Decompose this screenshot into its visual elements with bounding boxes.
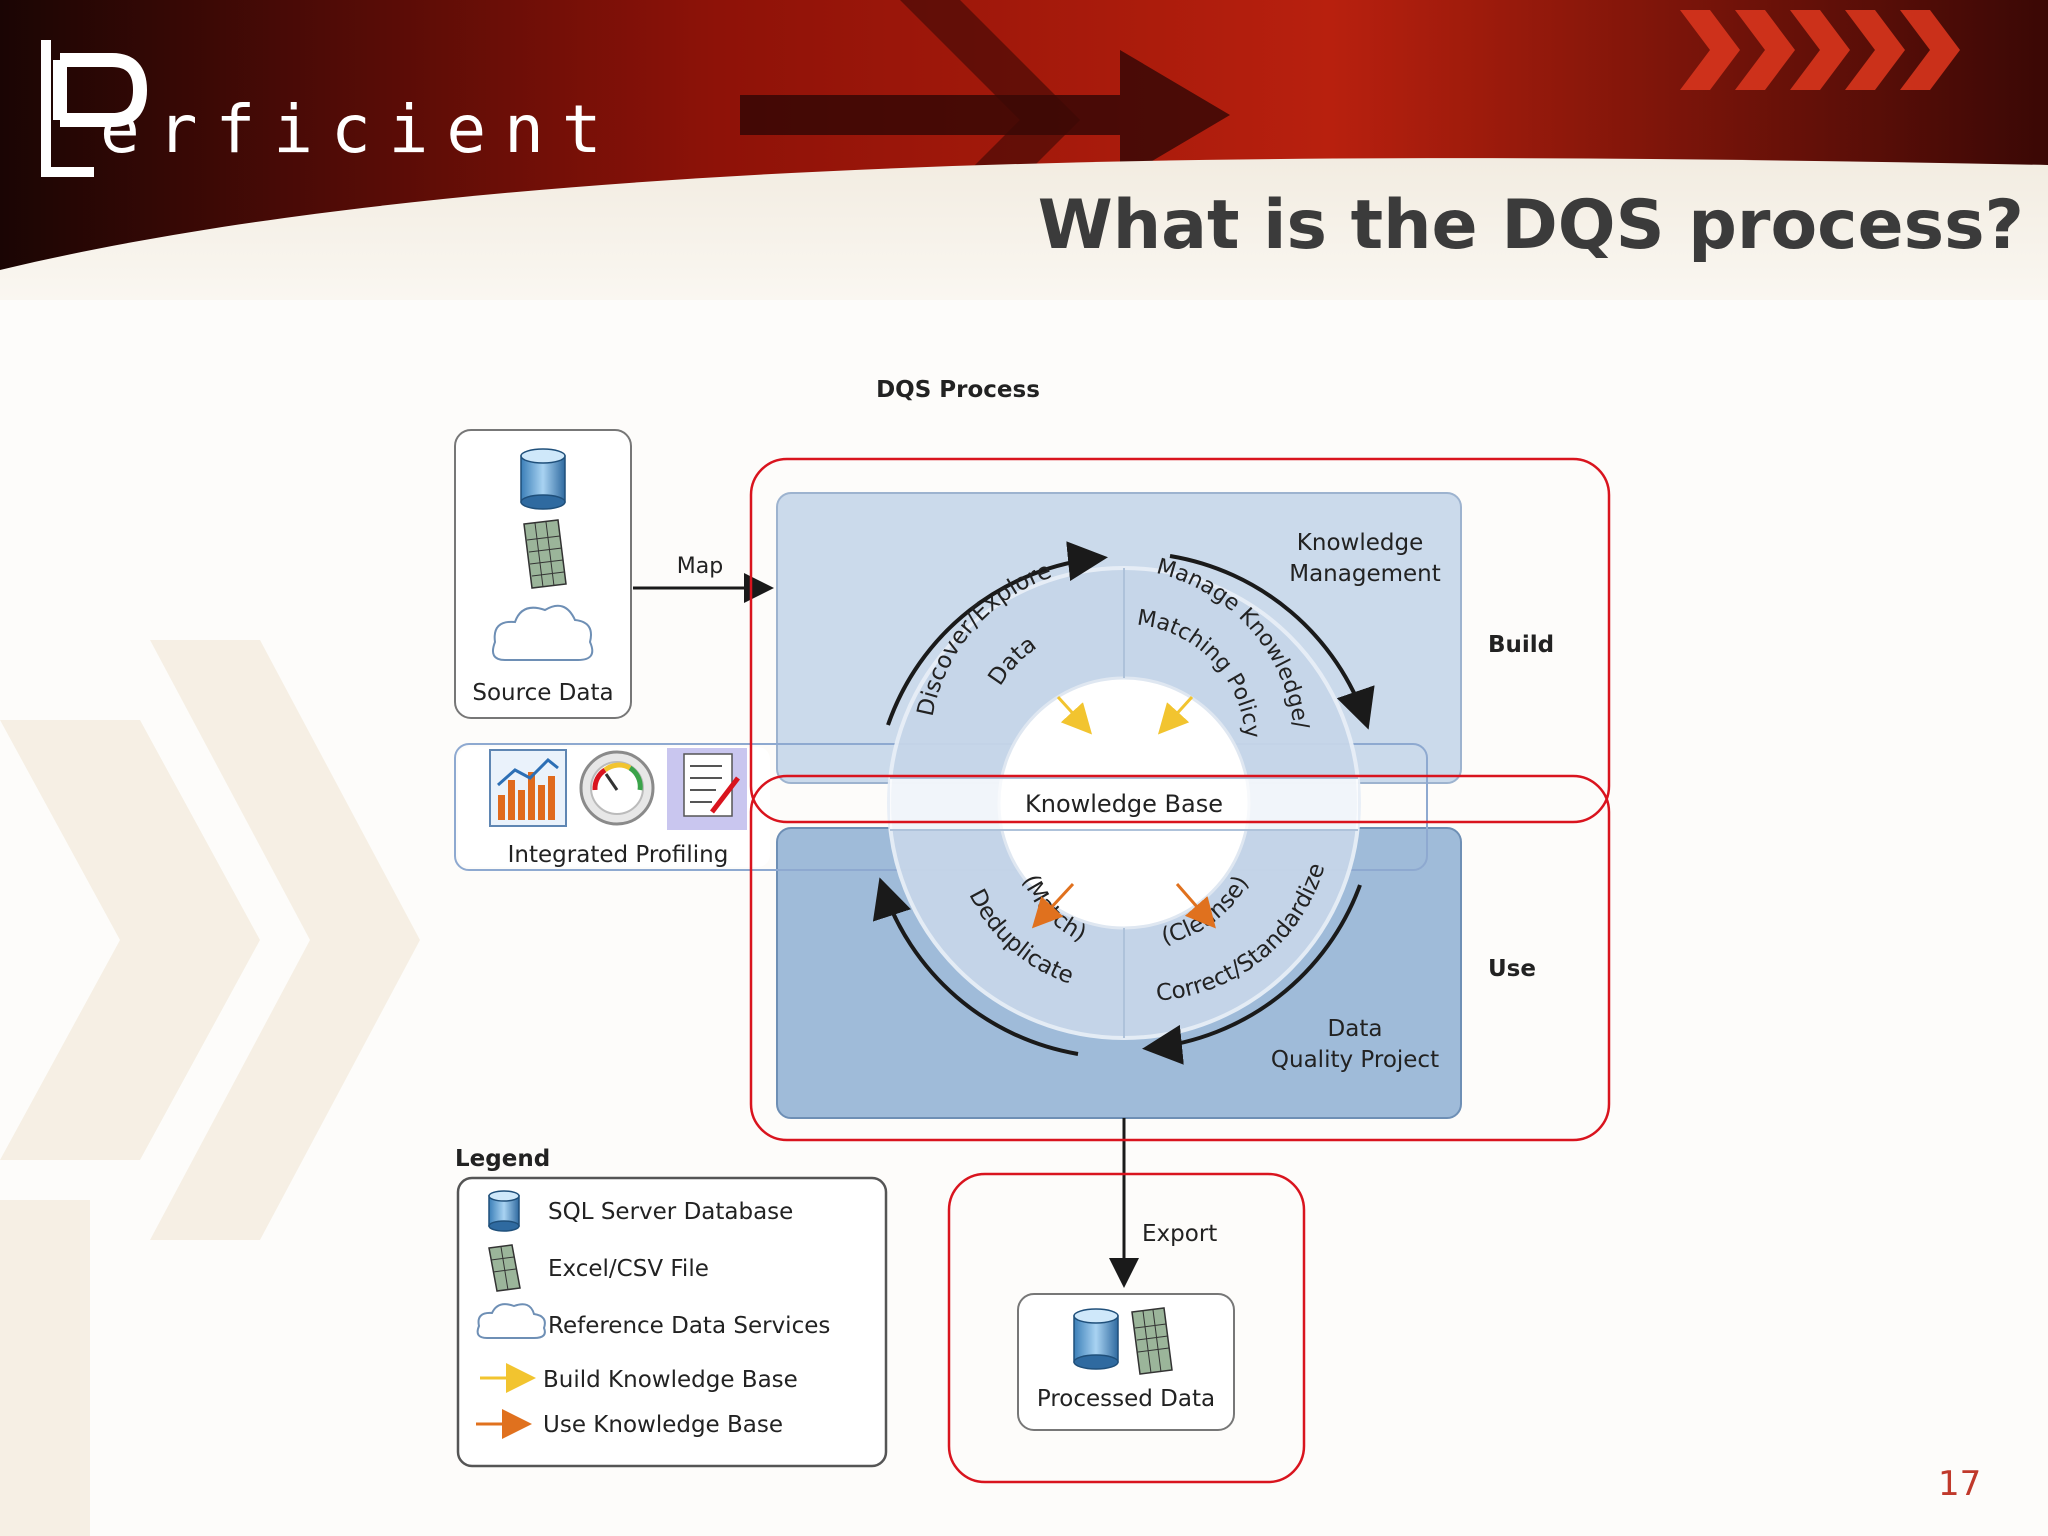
database-icon [1073, 1308, 1119, 1370]
cycle-arrow-top-left [886, 541, 1108, 726]
legend-box: SQL Server Database Excel/CSV File Refer… [456, 1176, 888, 1468]
diagram-heading: DQS Process [876, 377, 1040, 403]
legend-title: Legend [455, 1146, 550, 1172]
header-banner: erficient What is the DQS process? [0, 0, 2048, 300]
build-highlight-outline [749, 457, 1611, 824]
header-artwork [0, 0, 2048, 300]
legend-item-label: Build Knowledge Base [543, 1367, 798, 1393]
source-data-label: Source Data [472, 680, 613, 706]
processed-data-box: Processed Data [1017, 1293, 1235, 1431]
cloud-icon [492, 604, 594, 661]
legend-cloud-icon [476, 1303, 546, 1339]
legend-item-label: Excel/CSV File [548, 1256, 709, 1282]
database-icon [520, 448, 566, 510]
cycle-arrow-bottom-right [1142, 884, 1362, 1065]
source-data-box: Source Data [454, 429, 632, 719]
slide-title: What is the DQS process? [1037, 186, 2024, 265]
legend-spreadsheet-icon [488, 1244, 521, 1292]
use-label: Use [1488, 956, 1536, 982]
chart-report-icon [489, 749, 567, 827]
use-highlight-outline [749, 774, 1611, 1142]
cycle-arrow-top-right [1169, 554, 1375, 730]
dq-project-label-2: Quality Project [1271, 1047, 1439, 1073]
legend-database-icon [488, 1190, 520, 1232]
export-label: Export [1142, 1221, 1217, 1247]
page-number: 17 [1938, 1464, 1982, 1504]
use-kb-arrow-left [1031, 882, 1075, 929]
perficient-logo-mark [41, 40, 148, 177]
processed-data-label: Processed Data [1037, 1386, 1215, 1412]
knowledge-management-label-2: Management [1289, 561, 1441, 587]
checklist-icon [667, 748, 747, 830]
build-kb-arrow-right [1157, 695, 1194, 735]
build-label: Build [1488, 632, 1554, 658]
knowledge-base-label: Knowledge Base [1025, 790, 1223, 818]
gauge-icon [579, 750, 655, 826]
legend-item-label: Reference Data Services [548, 1313, 830, 1339]
knowledge-management-label-1: Knowledge [1297, 530, 1423, 556]
use-kb-arrow-right [1175, 883, 1216, 929]
dq-project-label-1: Data [1328, 1016, 1383, 1042]
export-highlight-outline [947, 1172, 1306, 1484]
logo-wordmark: erficient [100, 91, 620, 168]
background-watermark [0, 640, 420, 1536]
cycle-arrow-bottom-left [872, 877, 1079, 1056]
spreadsheet-icon [523, 519, 567, 589]
integrated-profiling-label: Integrated Profiling [508, 842, 729, 868]
build-kb-arrow-left [1056, 695, 1093, 735]
legend-item-label: Use Knowledge Base [543, 1412, 783, 1438]
process-ring [887, 566, 1361, 1040]
spreadsheet-icon [1131, 1307, 1173, 1375]
legend-item-label: SQL Server Database [548, 1199, 793, 1225]
map-label: Map [677, 554, 723, 579]
